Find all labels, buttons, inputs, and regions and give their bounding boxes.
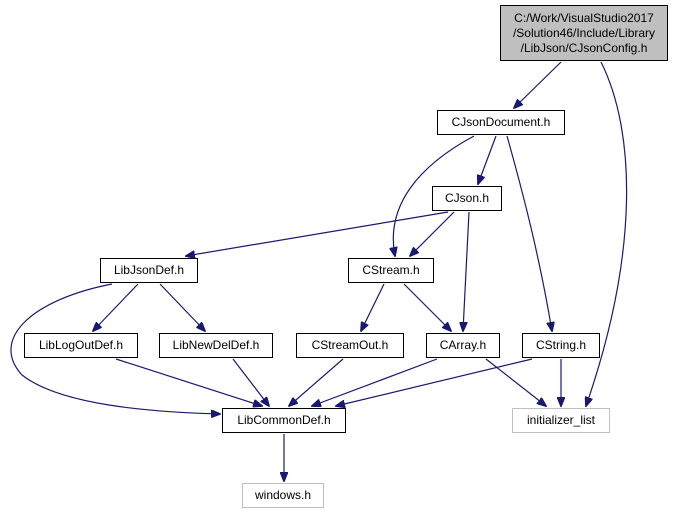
node-cstream-h[interactable]: CStream.h [348, 258, 434, 283]
node-label: LibLogOutDef.h [38, 338, 124, 352]
edge-libjsondef-to-liblogoutdef [93, 283, 139, 331]
edge-cjsondocument-to-cjson [478, 135, 497, 184]
node-label: LibNewDelDef.h [172, 338, 260, 352]
node-label: LibJsonDef.h [113, 263, 185, 277]
edge-liblogoutdef-to-libcommondef [115, 358, 262, 406]
node-libcommondef-h[interactable]: LibCommonDef.h [222, 408, 346, 433]
edge-cjsondocument-to-cstream [393, 135, 475, 256]
edge-libjsondef-to-libnewdeldef [159, 283, 205, 331]
node-cjsondocument-h[interactable]: CJsonDocument.h [437, 110, 565, 135]
node-libnewdeldef-h[interactable]: LibNewDelDef.h [159, 333, 273, 358]
root-path-line-3: /LibJson/CJsonConfig.h [520, 40, 648, 55]
edge-cjsondocument-to-cstring [506, 135, 552, 331]
node-label: windows.h [254, 488, 312, 502]
node-label: CJsonDocument.h [451, 115, 551, 129]
node-label: initializer_list [526, 413, 596, 427]
node-initializer-list: initializer_list [512, 408, 610, 433]
node-windows-h: windows.h [242, 483, 324, 508]
edge-cjson-to-libjsondef [186, 211, 449, 256]
node-carray-h[interactable]: CArray.h [426, 333, 500, 358]
node-label: CStream.h [362, 263, 420, 277]
node-label: CJson.h [444, 191, 490, 205]
node-label: LibCommonDef.h [237, 413, 331, 427]
node-liblogoutdef-h[interactable]: LibLogOutDef.h [24, 333, 138, 358]
edge-cstream-to-cstreamout [361, 283, 385, 331]
node-label: CString.h [535, 338, 587, 352]
edge-libnewdeldef-to-libcommondef [232, 358, 269, 406]
node-cjsonconfig-h: C:/Work/VisualStudio2017 /Solution46/Inc… [500, 5, 668, 61]
edge-cjson-to-cstream [410, 211, 455, 256]
root-path-line-1: C:/Work/VisualStudio2017 [514, 10, 654, 25]
edge-cstream-to-carray [403, 283, 451, 331]
root-path-line-2: /Solution46/Include/Library [512, 25, 656, 40]
edge-cstreamout-to-libcommondef [289, 358, 344, 406]
node-cjson-h[interactable]: CJson.h [432, 186, 502, 211]
edge-cjson-to-carray [463, 211, 470, 331]
node-cstreamout-h[interactable]: CStreamOut.h [296, 333, 404, 358]
node-label: CStreamOut.h [311, 338, 389, 352]
node-cstring-h[interactable]: CString.h [522, 333, 600, 358]
node-libjsondef-h[interactable]: LibJsonDef.h [100, 258, 198, 283]
edge-carray-to-libcommondef [312, 358, 438, 406]
node-label: CArray.h [439, 338, 487, 352]
edge-carray-to-initializer_list [485, 358, 546, 406]
edge-cstring-to-libcommondef [336, 358, 533, 406]
edge-root-to-initializer_list [586, 61, 628, 406]
edge-root-to-cjsondocument [514, 61, 562, 108]
edge-libjsondef-to-libcommondef [10, 283, 220, 414]
